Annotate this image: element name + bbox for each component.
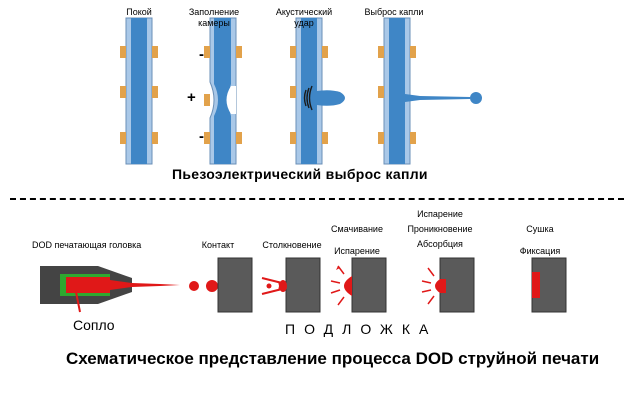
- piezo-stage-eject: [378, 17, 482, 165]
- stage-label-rest: Покой: [126, 7, 152, 17]
- piezo-stage-fill: [204, 17, 242, 165]
- dod-stage-collision: [261, 257, 321, 313]
- plus-sign: +: [187, 89, 196, 106]
- stage-label-collision: Столкновение: [262, 240, 322, 250]
- stage-label-absorption: Испарение Проникновение Абсорбция: [407, 209, 473, 249]
- dod-stage-contact: [189, 257, 253, 313]
- substrate-label: ПОДЛОЖКА: [285, 321, 438, 337]
- minus-sign-bottom: -: [199, 128, 204, 145]
- dod-stage-absorption: [421, 257, 475, 313]
- piezo-stage-rest: [120, 17, 158, 165]
- dod-stage-wetting: [330, 257, 387, 313]
- stage-label-contact: Контакт: [201, 240, 235, 250]
- stage-label-drying: Сушка Фиксация: [519, 224, 561, 256]
- piezo-stage-impact: [290, 17, 345, 165]
- piezo-caption: Пьезоэлектрический выброс капли: [172, 166, 428, 182]
- section-divider: [10, 198, 624, 200]
- minus-sign-top: -: [199, 46, 204, 63]
- dod-stage-drying: [531, 257, 567, 313]
- diagram-title: Схематическое представление процесса DOD…: [66, 349, 600, 368]
- head-label: DOD печатающая головка: [32, 240, 142, 250]
- stage-label-wetting: Смачивание Испарение: [331, 224, 383, 256]
- nozzle-label: Сопло: [73, 317, 115, 333]
- stage-label-fill: Заполнение камеры: [188, 7, 240, 28]
- dod-print-head: [40, 266, 180, 313]
- stage-label-eject: Выброс капли: [364, 7, 424, 17]
- stage-label-impact: Акустический удар: [275, 7, 333, 28]
